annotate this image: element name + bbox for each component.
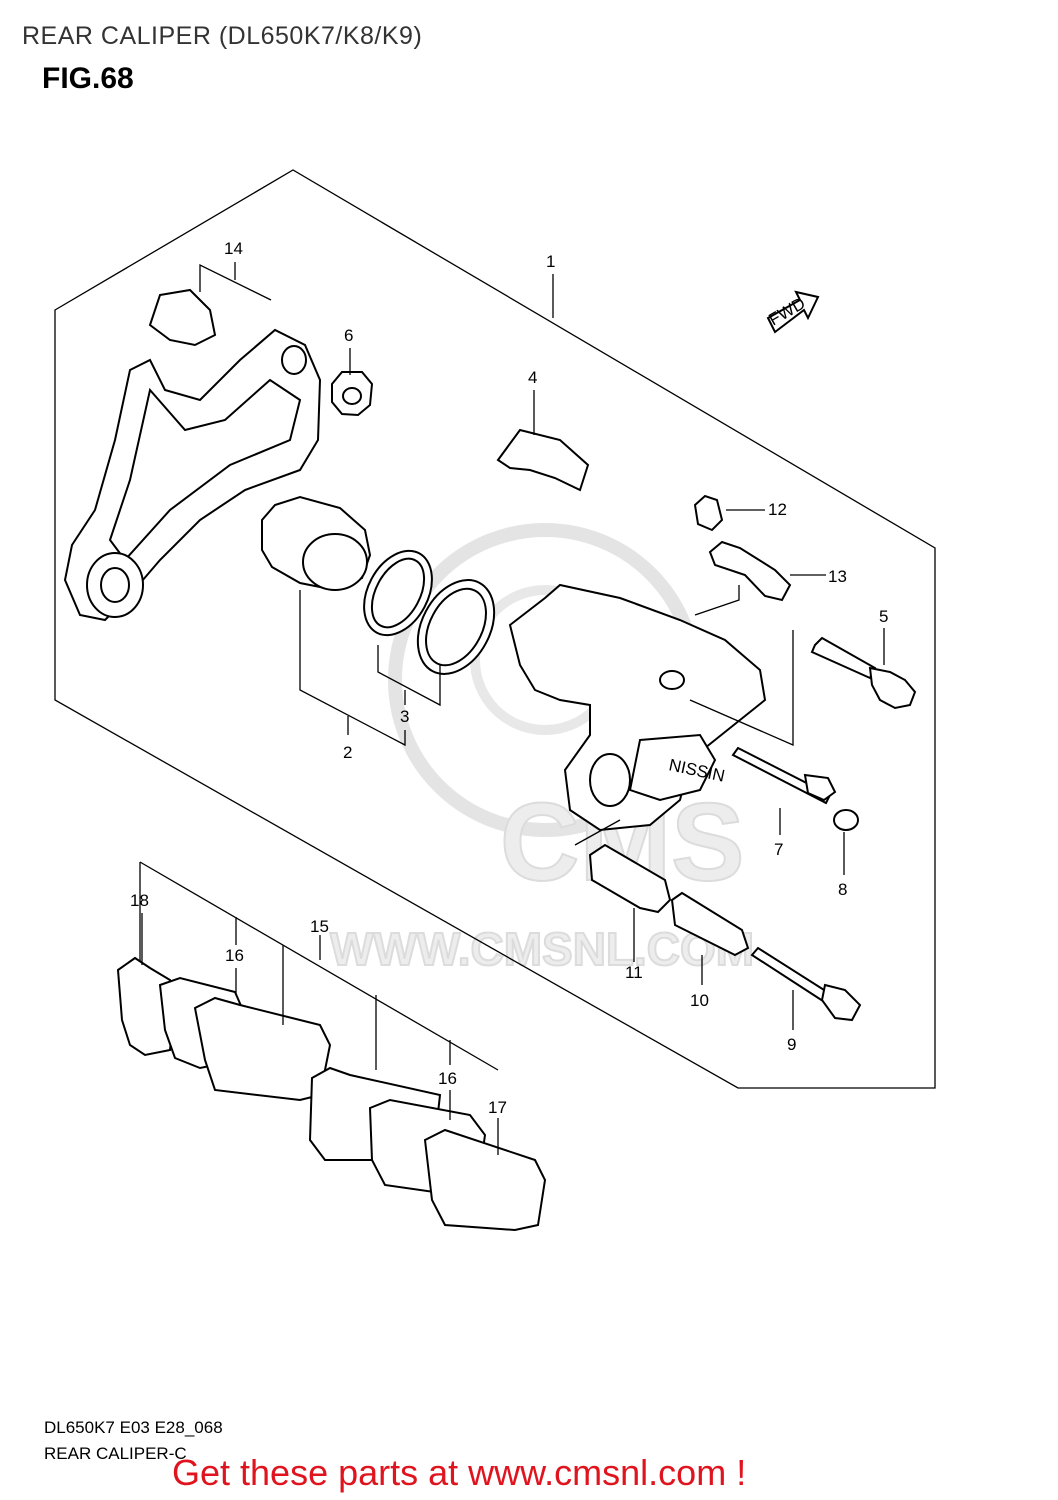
diagram-caption: REAR CALIPER-C [44,1444,187,1463]
callout-15: 15 [310,917,329,936]
callout-6: 6 [344,326,353,345]
watermark-url: WWW.CMSNL.COM [330,923,754,975]
promo-link[interactable]: Get these parts at www.cmsnl.com ! [172,1452,747,1493]
slide-sleeve [670,891,750,957]
callout-4: 4 [528,368,537,387]
callout-10: 10 [690,991,709,1010]
caliper-body: NISSIN [508,583,767,832]
callout-numbers: 1 2 3 4 5 6 7 8 9 10 11 12 13 14 15 16 1… [130,239,888,1117]
bleeder-valve [693,494,724,532]
caliper-bolt [750,946,834,1005]
callout-7: 7 [774,840,783,859]
pin-plug [833,809,859,831]
kit-outline-frame [54,169,936,1089]
callout-12: 12 [768,500,787,519]
callout-16a: 16 [225,946,244,965]
rubber-boot [331,371,374,417]
pad-spring [496,428,590,492]
callout-14: 14 [224,239,243,258]
callout-3: 3 [400,707,409,726]
leader-lines [141,262,885,1155]
callout-1: 1 [546,252,555,271]
callout-8: 8 [838,880,847,899]
bleeder-cap [708,540,792,602]
callout-13: 13 [828,567,847,586]
callout-11: 11 [625,963,643,982]
page-title: REAR CALIPER (DL650K7/K8/K9) [22,22,423,50]
caliper-bracket [63,288,322,622]
slide-boot [588,843,672,914]
callout-17: 17 [488,1098,507,1117]
callout-2: 2 [343,743,352,762]
forward-direction-arrow: FWD [766,290,820,334]
callout-16b: 16 [438,1069,457,1088]
callout-9: 9 [787,1035,796,1054]
callout-5: 5 [879,607,888,626]
diagram-code: DL650K7 E03 E28_068 [44,1418,223,1437]
callout-18: 18 [130,891,149,910]
slide-pin [810,636,917,710]
brake-pad-set [116,956,547,1232]
piston [261,495,372,592]
figure-label: FIG.68 [42,62,134,95]
